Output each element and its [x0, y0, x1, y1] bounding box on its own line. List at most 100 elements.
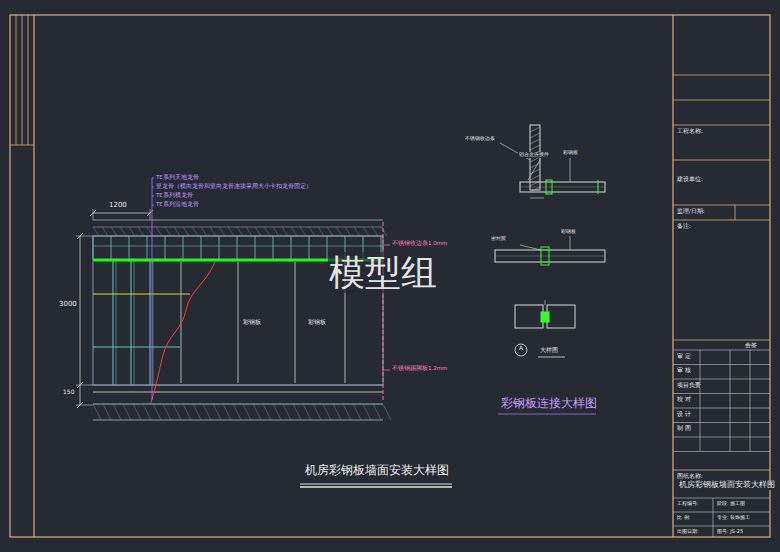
- section-hatch: [530, 139, 540, 144]
- callout-label: TE系列沿地龙骨: [155, 201, 200, 207]
- leader-line: [383, 245, 390, 246]
- joint-line: [545, 300, 546, 305]
- top-track-cell: [201, 236, 202, 260]
- callout-label: 彩钢板: [307, 319, 327, 326]
- table-rule: [673, 350, 770, 351]
- break-line: [150, 262, 215, 405]
- leader-line: [152, 187, 154, 188]
- table-rule: [673, 379, 770, 380]
- leader-line: [152, 196, 154, 197]
- floor-band: [93, 385, 383, 386]
- wall-hatch: [246, 227, 252, 236]
- extension-line: [76, 405, 93, 406]
- title-underline: [300, 486, 452, 488]
- title-block-text: 比 例:: [676, 515, 691, 521]
- title-block-text: 项目负责: [676, 382, 702, 388]
- title-block-text: 设 计: [676, 411, 692, 417]
- floor-hatch: [133, 404, 141, 420]
- table-rule: [700, 350, 701, 451]
- wall-hatch: [345, 227, 351, 236]
- section-hatch: [530, 145, 540, 150]
- table-rule: [713, 498, 714, 537]
- wall-band: [93, 220, 383, 221]
- leader-line: [383, 370, 390, 371]
- panel-joint: [547, 305, 575, 328]
- leader-line: [152, 178, 153, 400]
- dimension-line: [80, 236, 81, 405]
- title-block-rule: [673, 340, 770, 341]
- dimension-tick: [77, 402, 83, 408]
- floor-hatch: [303, 404, 311, 420]
- stud: [116, 260, 117, 385]
- floor-hatch: [183, 404, 191, 420]
- stud: [131, 260, 132, 385]
- floor-hatch: [343, 404, 351, 420]
- binding-strip: [16, 15, 17, 145]
- top-track-cell: [111, 236, 112, 260]
- title-block-text: 建设单位:: [676, 176, 704, 182]
- top-track-cell: [129, 236, 130, 260]
- dimension-line: [93, 213, 150, 214]
- floor-hatch: [223, 404, 231, 420]
- title-block-text: 制 图: [676, 425, 692, 431]
- callout-label: 不锈钢收边条: [464, 136, 496, 142]
- title-block-rule: [673, 75, 770, 76]
- title-block-rule: [673, 205, 770, 206]
- title-block-text: 会签: [744, 342, 758, 349]
- callout-label: 不锈钢踢脚板1.2mm: [391, 365, 448, 371]
- floor-hatch: [363, 404, 371, 420]
- wall-hatch: [336, 227, 342, 236]
- connector-profile: [546, 180, 552, 194]
- wall-hatch: [93, 227, 99, 236]
- floor-hatch: [353, 404, 361, 420]
- leader-line: [152, 178, 154, 179]
- table-rule: [673, 498, 770, 499]
- callout-label: TE系列天地龙骨: [155, 174, 200, 180]
- wall-hatch: [381, 227, 387, 236]
- dimension-tick: [77, 233, 83, 239]
- binding-strip: [22, 15, 23, 145]
- floor-hatch: [283, 404, 291, 420]
- extension-line: [150, 209, 151, 220]
- title-block-rule: [673, 220, 770, 221]
- top-track: [93, 246, 383, 247]
- top-track-cell: [273, 236, 274, 260]
- floor-hatch: [153, 404, 161, 420]
- title-block-rule: [673, 100, 770, 101]
- wall-hatch: [327, 227, 333, 236]
- wall-hatch: [291, 227, 297, 236]
- panel-seam: [238, 262, 239, 383]
- panel-seam: [295, 262, 296, 383]
- floor-hatch: [213, 404, 221, 420]
- floor-hatch: [143, 404, 151, 420]
- table-rule: [673, 512, 770, 513]
- floor-hatch: [263, 404, 271, 420]
- section-hatch: [530, 133, 540, 138]
- wall-hatch: [210, 227, 216, 236]
- title-block-text: 阶段: 施工图: [716, 501, 746, 507]
- floor-hatch: [273, 404, 281, 420]
- title-block-border: [672, 15, 673, 537]
- title-block-rule: [673, 125, 770, 126]
- floor-hatch: [123, 404, 131, 420]
- wall-hatch: [273, 227, 279, 236]
- top-track-cell: [93, 236, 94, 260]
- floor-hatch: [373, 404, 381, 420]
- section-hatch: [530, 169, 540, 174]
- wall-hatch: [165, 227, 171, 236]
- wall-hatch: [228, 227, 234, 236]
- floor-hatch: [203, 404, 211, 420]
- wall-hatch: [174, 227, 180, 236]
- top-track-cell: [291, 236, 292, 260]
- wall-hatch: [363, 227, 369, 236]
- floor-hatch: [193, 404, 201, 420]
- section-hatch: [530, 157, 540, 162]
- floor-hatch: [243, 404, 251, 420]
- title-block-rule: [735, 205, 736, 220]
- floor-hatch: [323, 404, 331, 420]
- floor-hatch: [293, 404, 301, 420]
- title-block-text: 工程编号:: [676, 501, 700, 507]
- wall-hatch: [102, 227, 108, 236]
- floor-hatch: [173, 404, 181, 420]
- marker-underline: [538, 357, 565, 358]
